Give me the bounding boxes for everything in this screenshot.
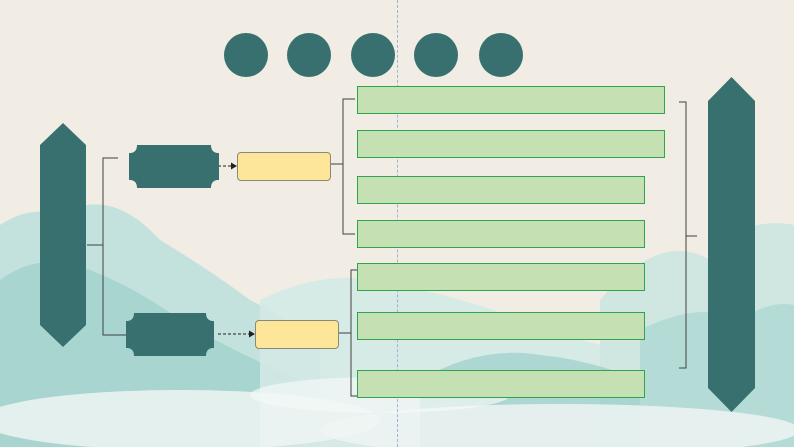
tab-bottom-label <box>126 313 214 356</box>
top-circle-2 <box>287 33 331 77</box>
green-box-4 <box>357 220 645 248</box>
tab-bottom <box>126 313 214 356</box>
yellow-tag-top <box>237 152 331 181</box>
left-brace <box>87 157 129 336</box>
arrow-top-head <box>231 162 237 170</box>
top-circle-4 <box>414 33 458 77</box>
green-box-5 <box>357 263 645 291</box>
green-box-6 <box>357 312 645 340</box>
green-box-7 <box>357 370 645 398</box>
top-circle-1 <box>224 33 268 77</box>
mist-right <box>320 404 794 447</box>
right-banner <box>708 77 755 412</box>
tab-top <box>129 145 219 188</box>
yellow-tag-bottom-label <box>256 321 338 348</box>
yellow-tag-bottom <box>255 320 339 349</box>
tab-top-label <box>129 145 219 188</box>
arrow-bottom-head <box>249 330 255 338</box>
right-banner-label <box>708 77 755 412</box>
green-box-3 <box>357 176 645 204</box>
top-circle-5 <box>479 33 523 77</box>
left-banner <box>40 123 86 347</box>
left-banner-label <box>40 123 86 347</box>
top-circle-3 <box>351 33 395 77</box>
yellow-tag-top-label <box>238 153 330 180</box>
green-box-2 <box>357 130 665 158</box>
top-brace <box>331 98 355 235</box>
right-brace <box>679 101 697 369</box>
green-box-1 <box>357 86 665 114</box>
